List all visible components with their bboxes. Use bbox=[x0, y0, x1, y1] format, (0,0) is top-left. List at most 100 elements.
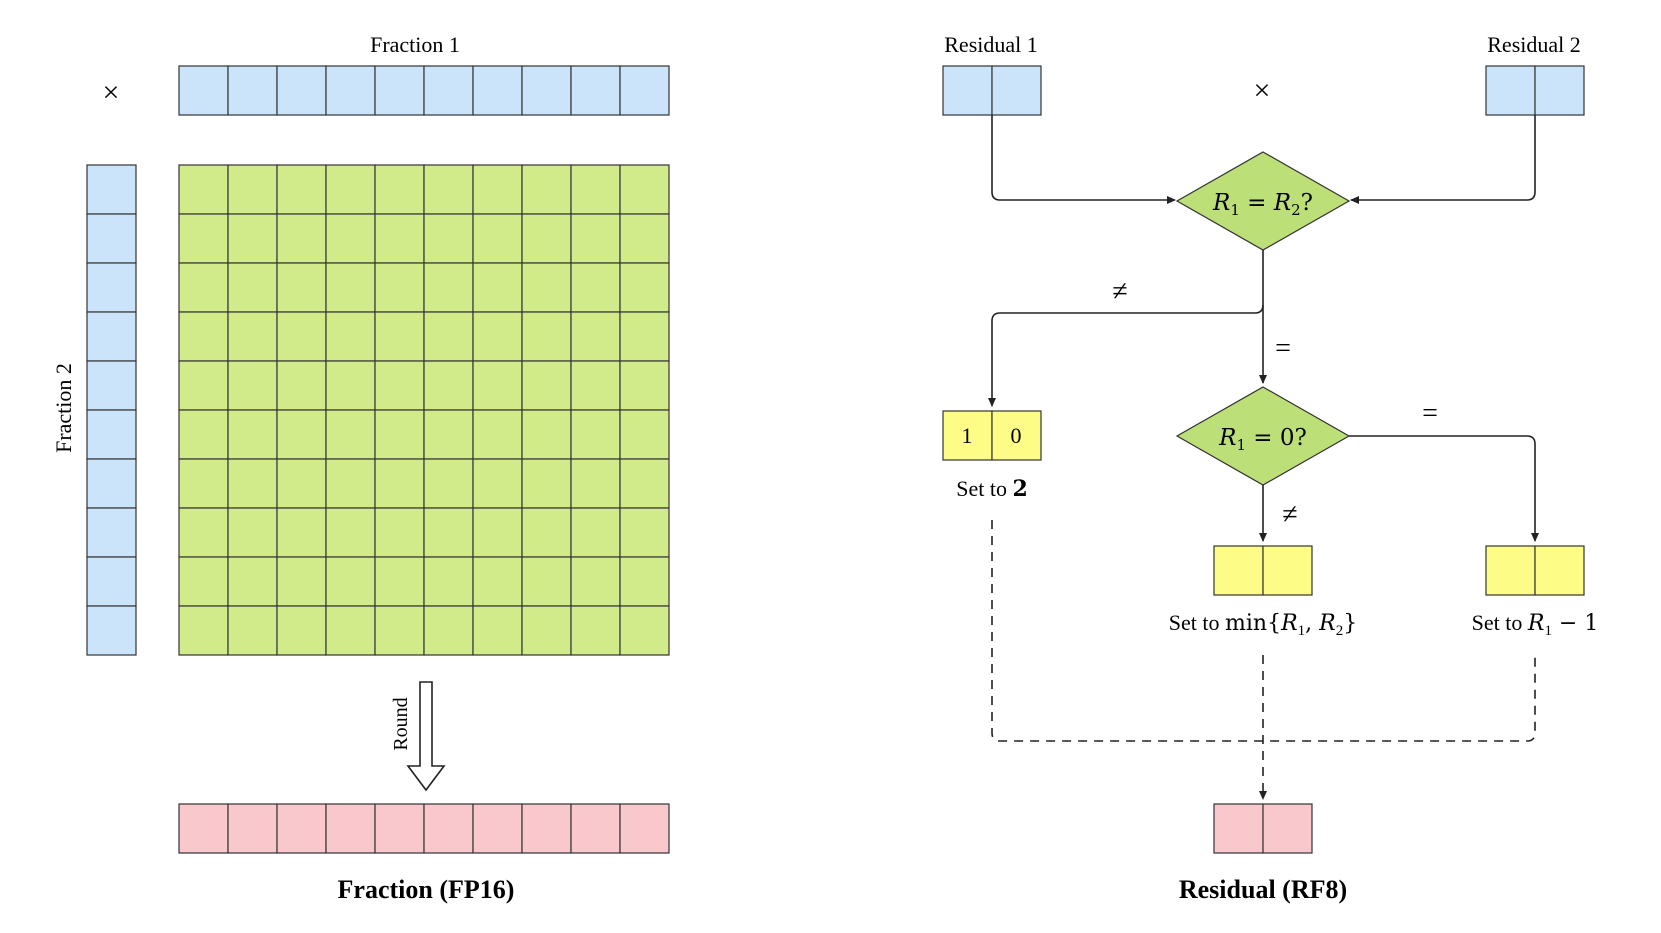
partial-product-cell bbox=[521, 360, 572, 411]
partial-product-cell bbox=[178, 213, 229, 264]
partial-product-cell bbox=[619, 311, 670, 362]
residual2-bit bbox=[1485, 65, 1536, 116]
partial-product-cell bbox=[521, 556, 572, 607]
partial-product-cell bbox=[521, 507, 572, 558]
partial-product-cell bbox=[276, 507, 327, 558]
partial-product-cell bbox=[325, 262, 376, 313]
partial-product-cell bbox=[521, 409, 572, 460]
partial-product-cell bbox=[570, 311, 621, 362]
partial-product-cell bbox=[276, 556, 327, 607]
fraction2-bit-column bbox=[86, 164, 137, 656]
partial-product-cell bbox=[521, 605, 572, 656]
partial-product-cell bbox=[374, 507, 425, 558]
partial-product-cell bbox=[619, 458, 670, 509]
partial-product-cell bbox=[570, 409, 621, 460]
partial-product-cell bbox=[423, 262, 474, 313]
partial-product-cell bbox=[521, 311, 572, 362]
partial-product-cell bbox=[374, 458, 425, 509]
partial-product-cell bbox=[423, 360, 474, 411]
partial-product-cell bbox=[374, 605, 425, 656]
fraction2-bit bbox=[86, 458, 137, 509]
set-r1-minus-1-output-bits bbox=[1485, 545, 1585, 596]
fraction2-bit bbox=[86, 605, 137, 656]
partial-product-cell bbox=[178, 311, 229, 362]
partial-product-cell bbox=[423, 507, 474, 558]
partial-product-cell bbox=[227, 458, 278, 509]
partial-product-cell bbox=[472, 556, 523, 607]
fraction2-bit bbox=[86, 164, 137, 215]
partial-product-cell bbox=[325, 164, 376, 215]
partial-product-cell bbox=[619, 164, 670, 215]
partial-product-cell bbox=[374, 213, 425, 264]
partial-product-cell bbox=[276, 605, 327, 656]
partial-product-cell bbox=[178, 409, 229, 460]
partial-product-cell bbox=[276, 409, 327, 460]
partial-product-cell bbox=[570, 458, 621, 509]
partial-product-cell bbox=[472, 507, 523, 558]
partial-product-cell bbox=[178, 556, 229, 607]
partial-product-cell bbox=[276, 164, 327, 215]
fraction2-bit bbox=[86, 311, 137, 362]
rounded-fraction-bit bbox=[619, 803, 670, 854]
partial-product-cell bbox=[325, 360, 376, 411]
set2-bit2-value: 0 bbox=[1011, 423, 1022, 448]
partial-product-cell bbox=[276, 213, 327, 264]
fraction1-bit bbox=[570, 65, 621, 116]
partial-product-cell bbox=[178, 262, 229, 313]
partial-product-cell bbox=[325, 213, 376, 264]
partial-product-cell bbox=[472, 311, 523, 362]
residual2-label: Residual 2 bbox=[1487, 32, 1581, 57]
rounded-fraction-bit bbox=[472, 803, 523, 854]
edge-neq2-label: ≠ bbox=[1282, 499, 1297, 530]
residual-result-bits bbox=[1213, 803, 1313, 854]
rounded-fraction-bit bbox=[570, 803, 621, 854]
partial-product-cell bbox=[227, 360, 278, 411]
partial-product-cell bbox=[472, 409, 523, 460]
fraction2-label: Fraction 2 bbox=[51, 363, 76, 453]
fraction2-bit bbox=[86, 409, 137, 460]
residual1-label: Residual 1 bbox=[944, 32, 1038, 57]
fraction1-bit bbox=[472, 65, 523, 116]
fraction2-bit bbox=[86, 262, 137, 313]
partial-product-cell bbox=[227, 605, 278, 656]
partial-product-cell bbox=[521, 458, 572, 509]
fraction2-bit bbox=[86, 507, 137, 558]
partial-product-cell bbox=[472, 458, 523, 509]
set2-bit1-value: 1 bbox=[962, 423, 973, 448]
partial-product-cell bbox=[227, 311, 278, 362]
partial-product-cell bbox=[472, 262, 523, 313]
fraction1-bit bbox=[619, 65, 670, 116]
fraction1-bit bbox=[521, 65, 572, 116]
partial-product-cell bbox=[423, 458, 474, 509]
edge-residual2-to-decision1 bbox=[1350, 115, 1536, 204]
partial-product-cell bbox=[521, 164, 572, 215]
set-min-label: Set to min{R1, R2} bbox=[1169, 610, 1357, 639]
partial-product-cell bbox=[472, 213, 523, 264]
partial-product-cell bbox=[227, 262, 278, 313]
edge-eq2-label: = bbox=[1422, 398, 1438, 429]
partial-product-cell bbox=[619, 262, 670, 313]
partial-product-cell bbox=[325, 311, 376, 362]
partial-product-cell bbox=[374, 311, 425, 362]
residual1-bits bbox=[942, 65, 1042, 116]
partial-product-cell bbox=[570, 556, 621, 607]
fraction1-bit bbox=[227, 65, 278, 116]
fraction1-label: Fraction 1 bbox=[370, 32, 460, 57]
rounded-fraction-bit bbox=[227, 803, 278, 854]
partial-product-cell bbox=[423, 213, 474, 264]
partial-product-cell bbox=[619, 213, 670, 264]
partial-product-cell bbox=[325, 556, 376, 607]
residual-result-bit bbox=[1262, 803, 1313, 854]
set2-output-bits: 1 0 bbox=[942, 410, 1042, 461]
partial-product-cell bbox=[227, 556, 278, 607]
round-label: Round bbox=[390, 697, 412, 750]
dashed-merge-line bbox=[991, 520, 1536, 742]
partial-product-cell bbox=[374, 360, 425, 411]
residual2-bits bbox=[1485, 65, 1585, 116]
set-r1-minus-1-label: Set to R1 − 1 bbox=[1472, 610, 1599, 639]
edge-eq-label: = bbox=[1275, 333, 1291, 364]
partial-product-cell bbox=[570, 164, 621, 215]
fraction2-bit bbox=[86, 556, 137, 607]
set2-label: Set to 2 bbox=[956, 476, 1028, 502]
